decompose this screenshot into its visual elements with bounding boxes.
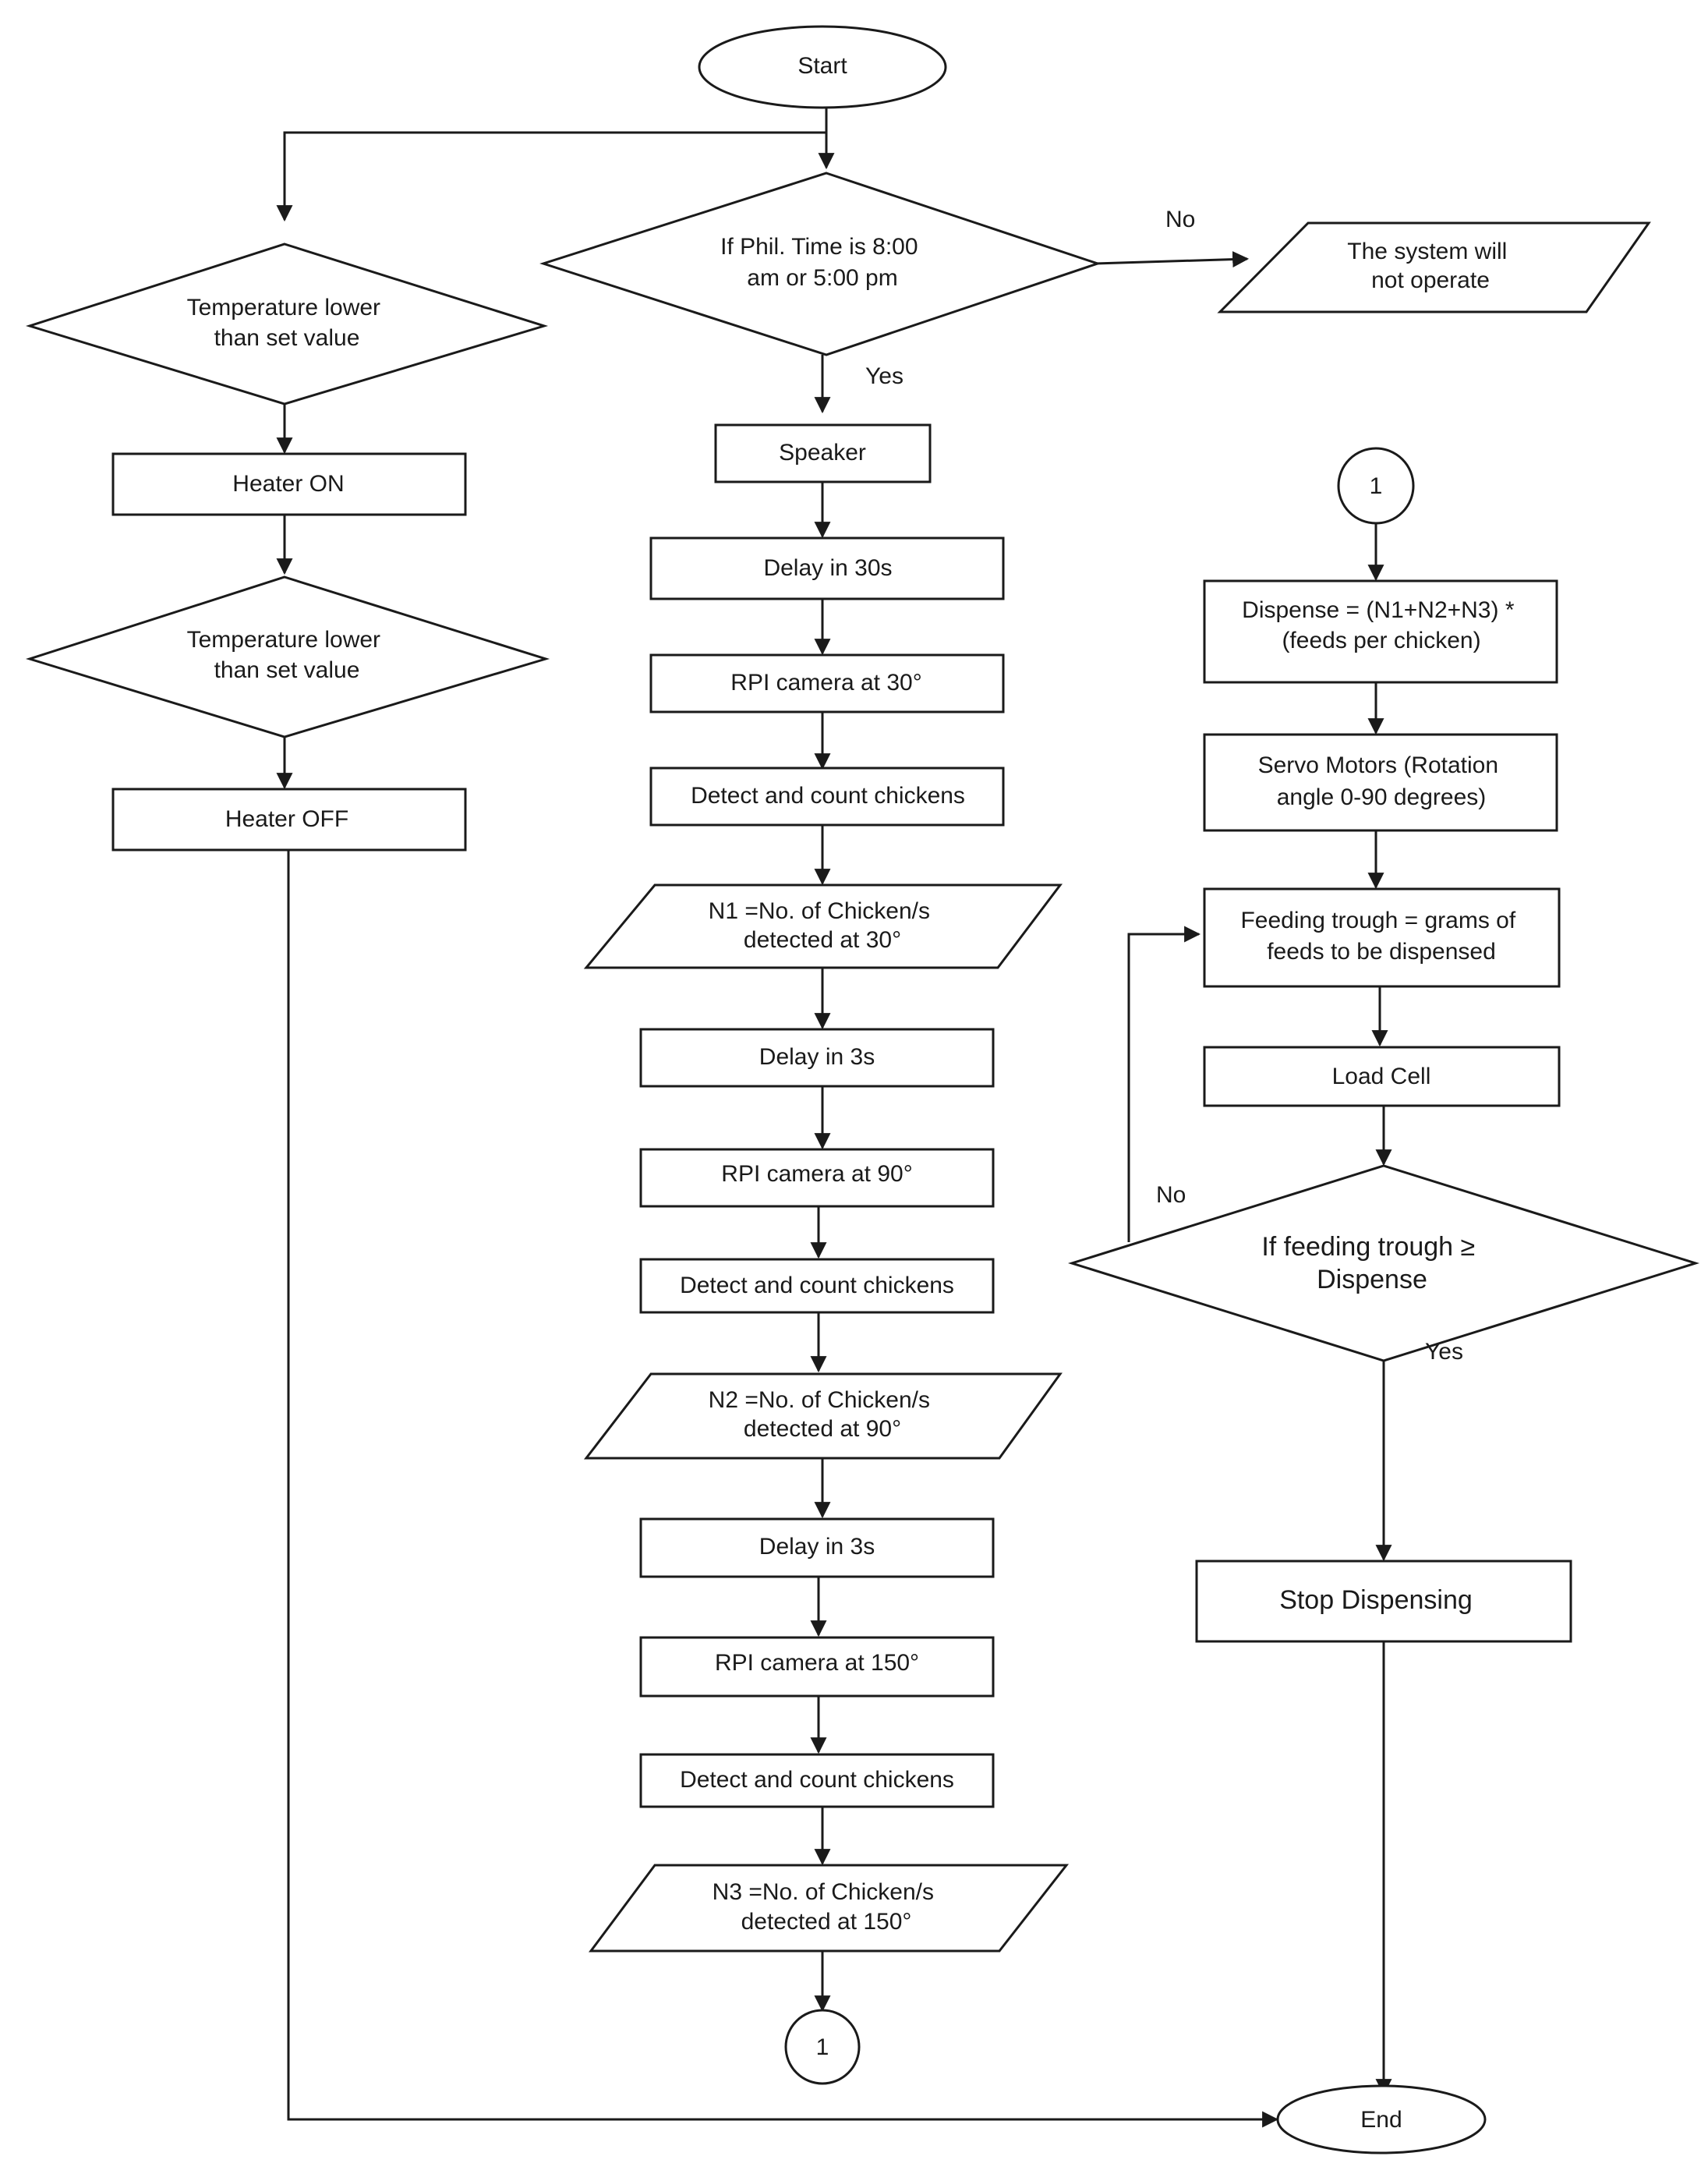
start-label: Start — [797, 53, 847, 79]
trough-no-label: No — [1156, 1182, 1186, 1208]
camera-150-label: RPI camera at 150° — [715, 1650, 919, 1676]
edge-check-no — [1127, 926, 1201, 1242]
detect-1-label: Detect and count chickens — [691, 783, 965, 809]
end-terminator — [1276, 2084, 1487, 2154]
trough-check-decision — [1067, 1164, 1700, 1362]
camera-90-process — [639, 1148, 995, 1208]
dispense-process — [1203, 579, 1558, 684]
delay-30s-process — [649, 536, 1005, 600]
delay-3s-1-process — [639, 1028, 995, 1088]
detect-2-label: Detect and count chickens — [680, 1273, 954, 1298]
shapes: Start Temperature lower than set value H… — [25, 25, 1700, 2154]
n3-label: N3 =No. of Chicken/s detected at 150° — [713, 1879, 941, 1935]
connector-bottom — [784, 2009, 861, 2085]
trough-process — [1203, 887, 1561, 988]
n1-output — [583, 883, 1063, 969]
n1-label: N1 =No. of Chicken/s detected at 30° — [709, 898, 937, 953]
heater-off-label: Heater OFF — [225, 806, 348, 832]
edge-start-temp — [276, 131, 826, 222]
servo-label: Servo Motors (Rotation angle 0-90 degree… — [1258, 752, 1505, 810]
camera-90-label: RPI camera at 90° — [721, 1161, 912, 1187]
servo-process — [1203, 733, 1558, 832]
heater-on-process — [111, 452, 467, 516]
temp-check-1-decision — [25, 243, 549, 405]
n3-output — [589, 1864, 1070, 1953]
stop-dispensing-process — [1195, 1560, 1572, 1643]
delay-30s-label: Delay in 30s — [763, 555, 892, 581]
detect-2-process — [639, 1258, 995, 1314]
delay-3s-2-label: Delay in 3s — [759, 1534, 875, 1560]
n2-label: N2 =No. of Chicken/s detected at 90° — [709, 1387, 937, 1442]
edge-heateroff-end — [287, 850, 1279, 2128]
start-terminator — [698, 25, 947, 109]
no-operate-output — [1217, 221, 1651, 313]
time-yes-label: Yes — [865, 363, 904, 389]
heater-off-process — [111, 788, 467, 852]
end-label: End — [1360, 2107, 1402, 2133]
connector-top — [1337, 447, 1415, 525]
detect-1-process — [649, 767, 1005, 827]
no-operate-label: The system will not operate — [1347, 239, 1513, 293]
speaker-label: Speaker — [779, 440, 866, 466]
trough-check-label: If feeding trough ≥ Dispense — [1261, 1232, 1482, 1294]
edge-labels: No Yes No Yes — [865, 207, 1463, 1365]
trough-label: Feeding trough = grams of feeds to be di… — [1240, 908, 1522, 965]
n2-output — [583, 1372, 1063, 1460]
time-check-label: If Phil. Time is 8:00 am or 5:00 pm — [720, 234, 925, 291]
delay-3s-2-process — [639, 1517, 995, 1578]
heater-on-label: Heater ON — [232, 471, 344, 497]
connector-top-label: 1 — [1370, 473, 1383, 499]
edge-time-no — [1094, 251, 1250, 268]
time-no-label: No — [1165, 207, 1195, 232]
speaker-process — [714, 423, 932, 483]
temp-check-2-decision — [25, 575, 550, 738]
connectors — [276, 106, 1392, 2128]
stop-dispensing-label: Stop Dispensing — [1279, 1585, 1473, 1615]
temp-check-1-label: Temperature lower than set value — [187, 295, 387, 351]
dispense-label: Dispense = (N1+N2+N3) * (feeds per chick… — [1242, 597, 1521, 653]
load-cell-label: Load Cell — [1332, 1064, 1431, 1089]
camera-30-process — [649, 653, 1005, 713]
time-check-decision — [539, 172, 1102, 356]
trough-yes-label: Yes — [1425, 1339, 1463, 1365]
temp-check-2-label: Temperature lower than set value — [187, 627, 387, 683]
camera-150-process — [639, 1636, 995, 1698]
connector-bottom-label: 1 — [816, 2034, 829, 2060]
camera-30-label: RPI camera at 30° — [730, 670, 921, 696]
detect-3-process — [639, 1753, 995, 1808]
detect-3-label: Detect and count chickens — [680, 1767, 954, 1793]
delay-3s-1-label: Delay in 3s — [759, 1044, 875, 1070]
load-cell-process — [1203, 1046, 1561, 1107]
